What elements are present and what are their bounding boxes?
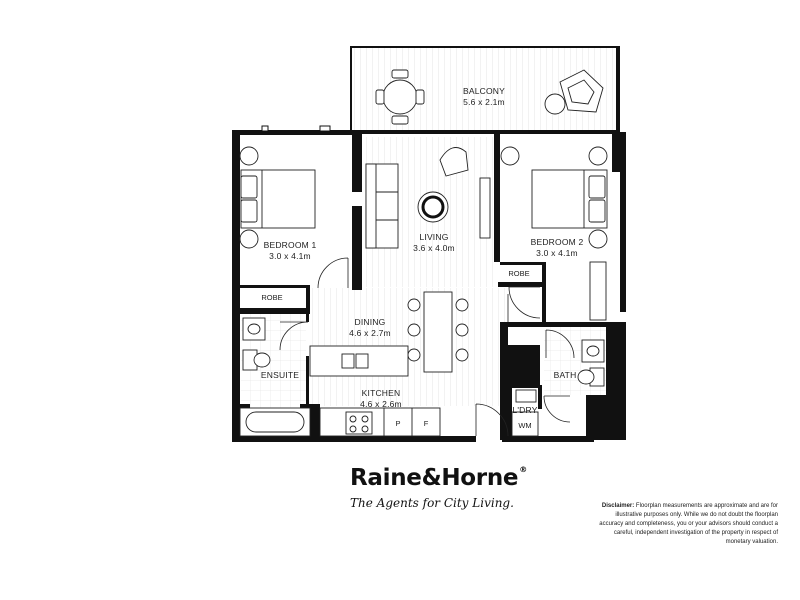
brand-tagline: The Agents for City Living. (350, 496, 514, 510)
bedroom1-label: BEDROOM 1 (264, 240, 317, 250)
bath-label: BATH (554, 370, 577, 380)
dining-furniture (407, 291, 469, 373)
living-furniture (365, 147, 491, 249)
disclaimer-label: Disclaimer: (601, 503, 635, 509)
pantry-label: P (395, 419, 400, 428)
kitchen-fittings (309, 345, 441, 437)
kitchen-dims: 4.6 x 2.6m (360, 399, 402, 409)
ensuite-fittings (239, 317, 311, 437)
bedroom2-dims: 3.0 x 4.1m (536, 248, 578, 258)
floorplan: BALCONY 5.6 x 2.1m BEDROOM 1 3.0 x 4.1m … (232, 46, 626, 442)
living-dims: 3.6 x 4.0m (413, 243, 455, 253)
bath-fittings (511, 339, 605, 437)
ensuite-label: ENSUITE (261, 370, 299, 380)
robe2-label: ROBE (508, 269, 529, 278)
brand-name: Raine&Horne (350, 465, 519, 491)
bedroom2-furniture (500, 146, 608, 321)
doors (279, 257, 575, 437)
bedroom2-label: BEDROOM 2 (531, 237, 584, 247)
balcony-label: BALCONY (463, 86, 505, 96)
living-label: LIVING (419, 232, 448, 242)
dining-label: DINING (355, 317, 386, 327)
brand-reg: ® (519, 465, 527, 474)
balcony-dims: 5.6 x 2.1m (463, 97, 505, 107)
kitchen-label: KITCHEN (362, 388, 401, 398)
dining-dims: 4.6 x 2.7m (349, 328, 391, 338)
windows (233, 130, 600, 390)
brand-logo: Raine&Horne® (350, 465, 527, 491)
disclaimer-text: Floorplan measurements are approximate a… (599, 503, 778, 545)
fridge-label: F (424, 419, 429, 428)
bedroom1-furniture (239, 146, 316, 249)
bedroom1-dims: 3.0 x 4.1m (269, 251, 311, 261)
washing-machine-label: WM (518, 421, 531, 430)
robe1-label: ROBE (261, 293, 282, 302)
balcony-furniture (375, 69, 604, 125)
laundry-label: L'DRY (512, 405, 537, 415)
disclaimer: Disclaimer: Floorplan measurements are a… (590, 502, 778, 547)
